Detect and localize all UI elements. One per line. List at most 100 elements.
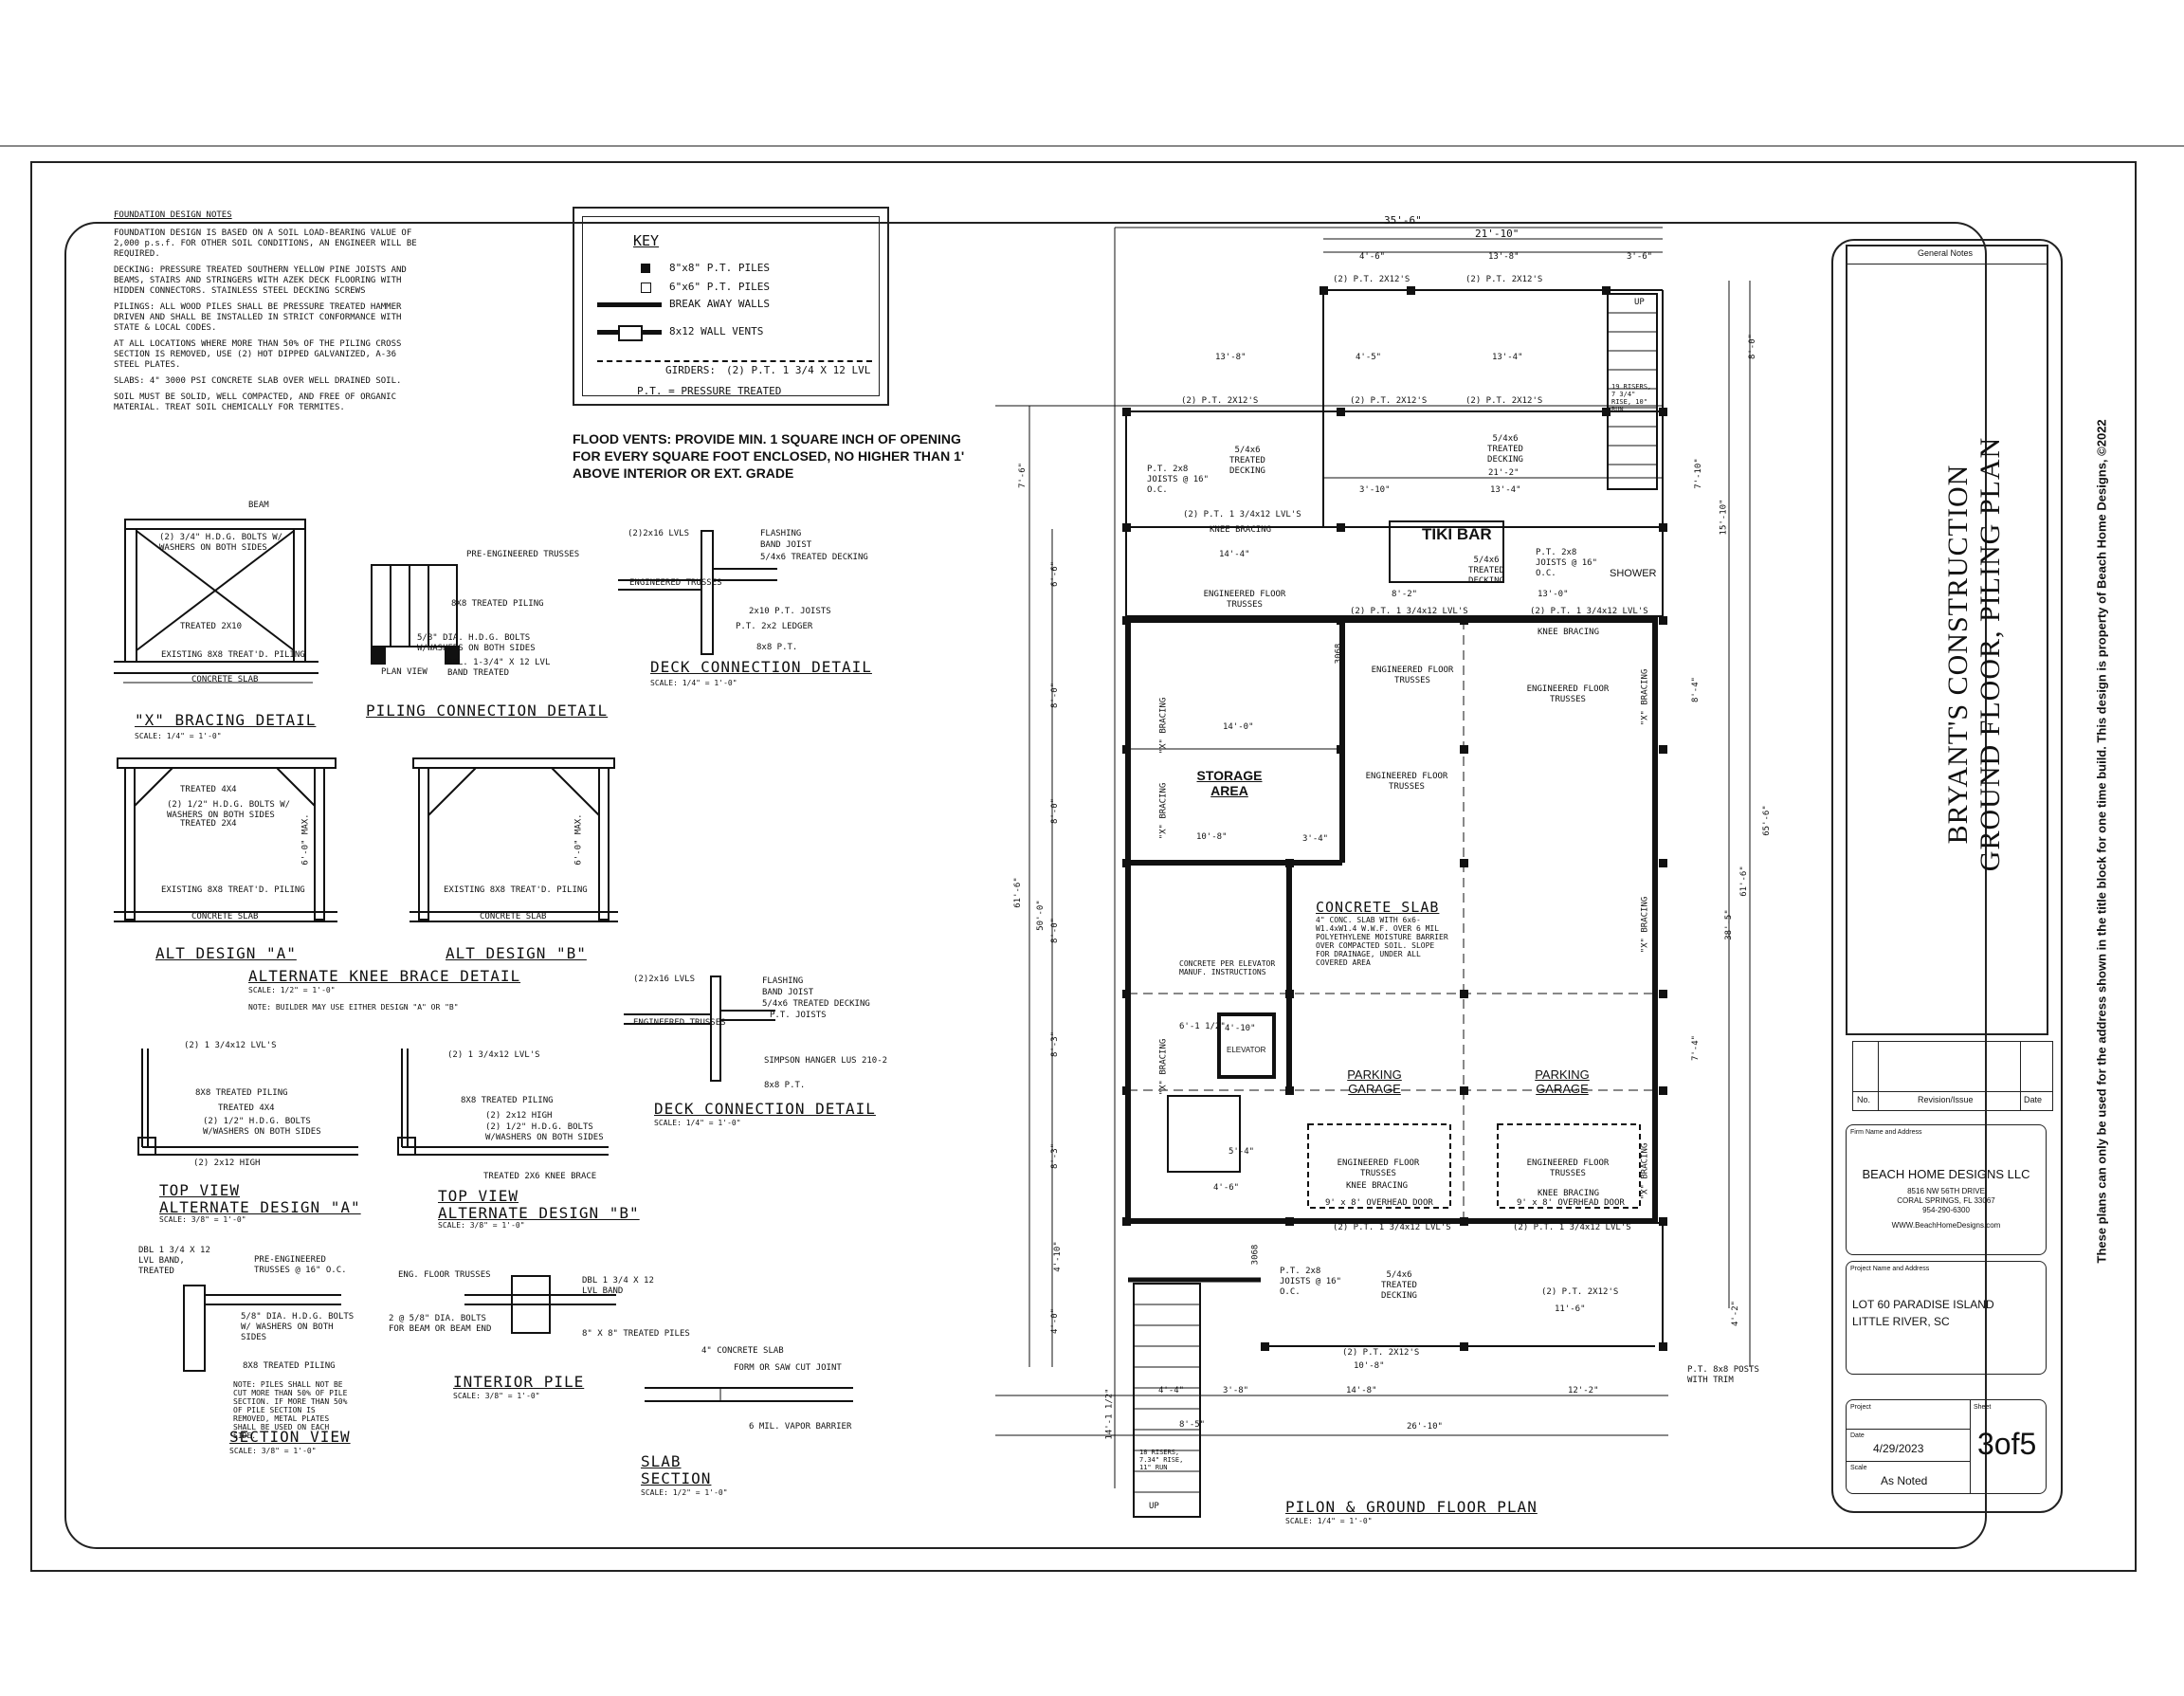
alt-design-a-title: ALT DESIGN "A" xyxy=(155,944,297,962)
plan-decking-4: 5/4x6 TREATED DECKING xyxy=(1381,1270,1417,1301)
dim-13-4: 13'-4" xyxy=(1492,353,1523,362)
interior-piles-label: 8" X 8" TREATED PILES xyxy=(582,1329,690,1339)
dim-3-4: 3'-4" xyxy=(1302,834,1329,844)
interior-pile-scale: SCALE: 3/8" = 1'-0" xyxy=(453,1392,540,1400)
firm-addr2: CORAL SPRINGS, FL 33067 xyxy=(1897,1196,1995,1205)
dim-8-2: 8'-2" xyxy=(1392,590,1418,599)
dim-left-8-0b: 8'-0" xyxy=(1050,797,1061,825)
dim-right-38: 38'-5" xyxy=(1723,909,1734,940)
storage-area-label: STORAGE AREA xyxy=(1196,768,1263,798)
firm-phone: 954-290-6300 xyxy=(1922,1206,1970,1214)
project-label: Project Name and Address xyxy=(1850,1266,1930,1272)
dim-left-8-0a: 8'-0" xyxy=(1050,682,1061,709)
note-decking: DECKING: PRESSURE TREATED SOUTHERN YELLO… xyxy=(114,265,407,296)
dim-right-15: 15'-10" xyxy=(1719,499,1729,536)
parking-garage-left: PARKING GARAGE xyxy=(1347,1067,1402,1096)
x-brace-bolts-label: (2) 3/4" H.D.G. BOLTS W/ WASHERS ON BOTH… xyxy=(159,533,283,553)
top-a-high-label: (2) 2x12 HIGH xyxy=(193,1158,261,1168)
plan-eng-trusses-6: ENGINEERED FLOOR TRUSSES xyxy=(1526,1158,1610,1178)
dim-top-total: 35'-6" xyxy=(1384,214,1422,227)
deck2-hanger-label: SIMPSON HANGER LUS 210-2 xyxy=(764,1056,888,1066)
dim-left-6-6: 6'-6" xyxy=(1050,560,1061,588)
plan-label-ptlvl-row2: (2) P.T. 1 3/4x12 LVL'S xyxy=(1350,607,1468,616)
sheet-box-row2 xyxy=(1847,1461,1970,1462)
revision-header-rule xyxy=(1853,1091,2052,1092)
deck1-joists-label: 2x10 P.T. JOISTS xyxy=(749,607,831,616)
deck2-band-label: BAND JOIST xyxy=(762,988,814,997)
section-note: NOTE: PILES SHALL NOT BE CUT MORE THAN 5… xyxy=(233,1380,348,1440)
deck1-trusses-label: ENGINEERED TRUSSES xyxy=(629,578,722,588)
slab-section-title1: SLAB xyxy=(641,1452,682,1470)
alt-b-slab-label: CONCRETE SLAB xyxy=(480,912,547,921)
dim-13-4b: 13'-4" xyxy=(1490,485,1521,495)
revision-date-header: Date xyxy=(2024,1095,2043,1104)
x-brace-title: "X" BRACING DETAIL xyxy=(135,711,317,729)
alt-a-treated4-label: TREATED 4X4 xyxy=(180,785,237,794)
top-a-lvl-label: (2) 1 3/4x12 LVL'S xyxy=(184,1041,277,1050)
dim-top-21: 21'-10" xyxy=(1475,228,1520,240)
top-b-lvl-label: (2) 1 3/4x12 LVL'S xyxy=(447,1050,540,1060)
dim-4-5: 4'-5" xyxy=(1356,353,1382,362)
slab-joint-label: FORM OR SAW CUT JOINT xyxy=(734,1363,842,1373)
flood-vents-line1: FLOOD VENTS: PROVIDE MIN. 1 SQUARE INCH … xyxy=(573,431,961,447)
deck-connection-2-scale: SCALE: 1/4" = 1'-0" xyxy=(654,1119,741,1127)
x-brace-piling-label: EXISTING 8X8 TREAT'D. PILING xyxy=(161,650,305,660)
top-a-piling-label: 8X8 TREATED PILING xyxy=(195,1088,288,1098)
dim-4-4: 4'-4" xyxy=(1158,1386,1185,1395)
plan-scale: SCALE: 1/4" = 1'-0" xyxy=(1285,1517,1373,1525)
elevator-note: CONCRETE PER ELEVATOR MANUF. INSTRUCTION… xyxy=(1179,959,1276,976)
dim-13-8: 13'-8" xyxy=(1488,252,1520,262)
note-slabs: SLABS: 4" 3000 PSI CONCRETE SLAB OVER WE… xyxy=(114,376,402,386)
interior-trusses-label: ENG. FLOOR TRUSSES xyxy=(398,1270,491,1280)
plan-label-pt2x12-top: (2) P.T. 2X12'S xyxy=(1333,275,1410,284)
concrete-slab-label: CONCRETE SLAB xyxy=(1316,899,1440,916)
project-name: BRYANT'S CONSTRUCTION xyxy=(1942,464,1974,845)
section-view-scale: SCALE: 3/8" = 1'-0" xyxy=(229,1447,317,1455)
top-view-a-title2: ALTERNATE DESIGN "A" xyxy=(159,1198,361,1216)
date-label: Date xyxy=(1850,1432,1865,1439)
alt-design-a-drawing xyxy=(114,757,337,922)
dim-right-4-2: 4'-2" xyxy=(1731,1300,1741,1327)
knee-brace-title: ALTERNATE KNEE BRACE DETAIL xyxy=(248,967,521,985)
dim-13-0: 13'-0" xyxy=(1538,590,1569,599)
project-header: Project xyxy=(1850,1404,1871,1411)
revision-col1 xyxy=(1878,1042,1879,1110)
foundation-notes-title: FOUNDATION DESIGN NOTES xyxy=(114,210,232,220)
drawing-border xyxy=(64,222,1987,1549)
dim-right-8-0: 8'-0" xyxy=(1748,333,1758,360)
dim-4-6b: 4'-6" xyxy=(1213,1183,1240,1193)
deck2-flashing-label: FLASHING xyxy=(762,976,804,986)
plan-label-ptlvl-row1: (2) P.T. 1 3/4x12 LVL'S xyxy=(1183,510,1301,520)
shower-label: SHOWER xyxy=(1610,568,1657,579)
top-view-b-scale: SCALE: 3/8" = 1'-0" xyxy=(438,1221,525,1230)
deck-connection-2-drawing xyxy=(624,976,775,1082)
dim-26-10: 26'-10" xyxy=(1407,1422,1443,1432)
dim-6-1: 6'-1 1/2" xyxy=(1179,1022,1226,1031)
dim-left-8-0c: 8'-0" xyxy=(1050,917,1061,944)
key-item-8x8: 8"x8" P.T. PILES xyxy=(669,262,770,274)
x-bracing-drawing xyxy=(114,519,318,684)
plan-label-pt2x12-bot: (2) P.T. 2X12'S xyxy=(1541,1287,1619,1297)
plan-label-ptlvl-row3: (2) P.T. 1 3/4x12 LVL'S xyxy=(1530,607,1648,616)
plan-label-ptlvl-row4: (2) P.T. 1 3/4x12 LVL'S xyxy=(1333,1223,1451,1232)
plan-eng-trusses-4: ENGINEERED FLOOR TRUSSES xyxy=(1365,772,1448,792)
plan-decking-3: 5/4x6 TREATED DECKING xyxy=(1468,556,1504,586)
plan-label-ptlvl-row5: (2) P.T. 1 3/4x12 LVL'S xyxy=(1513,1223,1631,1232)
dim-left-8-3b: 8'-3" xyxy=(1050,1142,1061,1170)
dim-left-8-3a: 8'-3" xyxy=(1050,1030,1061,1058)
key-title: KEY xyxy=(633,232,660,249)
interior-pile-drawing xyxy=(464,1275,616,1334)
elevator-label: ELEVATOR xyxy=(1227,1046,1266,1054)
plan-knee-2: KNEE BRACING xyxy=(1538,628,1600,637)
dim-right-7-10: 7'-10" xyxy=(1693,458,1703,489)
section-bolts-label: 5/8" DIA. H.D.G. BOLTS W/ WASHERS ON BOT… xyxy=(241,1312,355,1342)
plan-title: PILON & GROUND FLOOR PLAN xyxy=(1285,1498,1538,1516)
project-lot: LOT 60 PARADISE ISLAND xyxy=(1852,1298,1994,1311)
interior-band-label: DBL 1 3/4 X 12 LVL BAND xyxy=(582,1276,654,1296)
alt-design-b-drawing xyxy=(410,757,618,922)
x-brace-beam-label: BEAM xyxy=(248,501,269,510)
section-view-title: SECTION VIEW xyxy=(229,1428,351,1446)
deck-connection-1-drawing xyxy=(618,530,777,655)
alt-a-treated2-label: TREATED 2X4 xyxy=(180,819,237,829)
